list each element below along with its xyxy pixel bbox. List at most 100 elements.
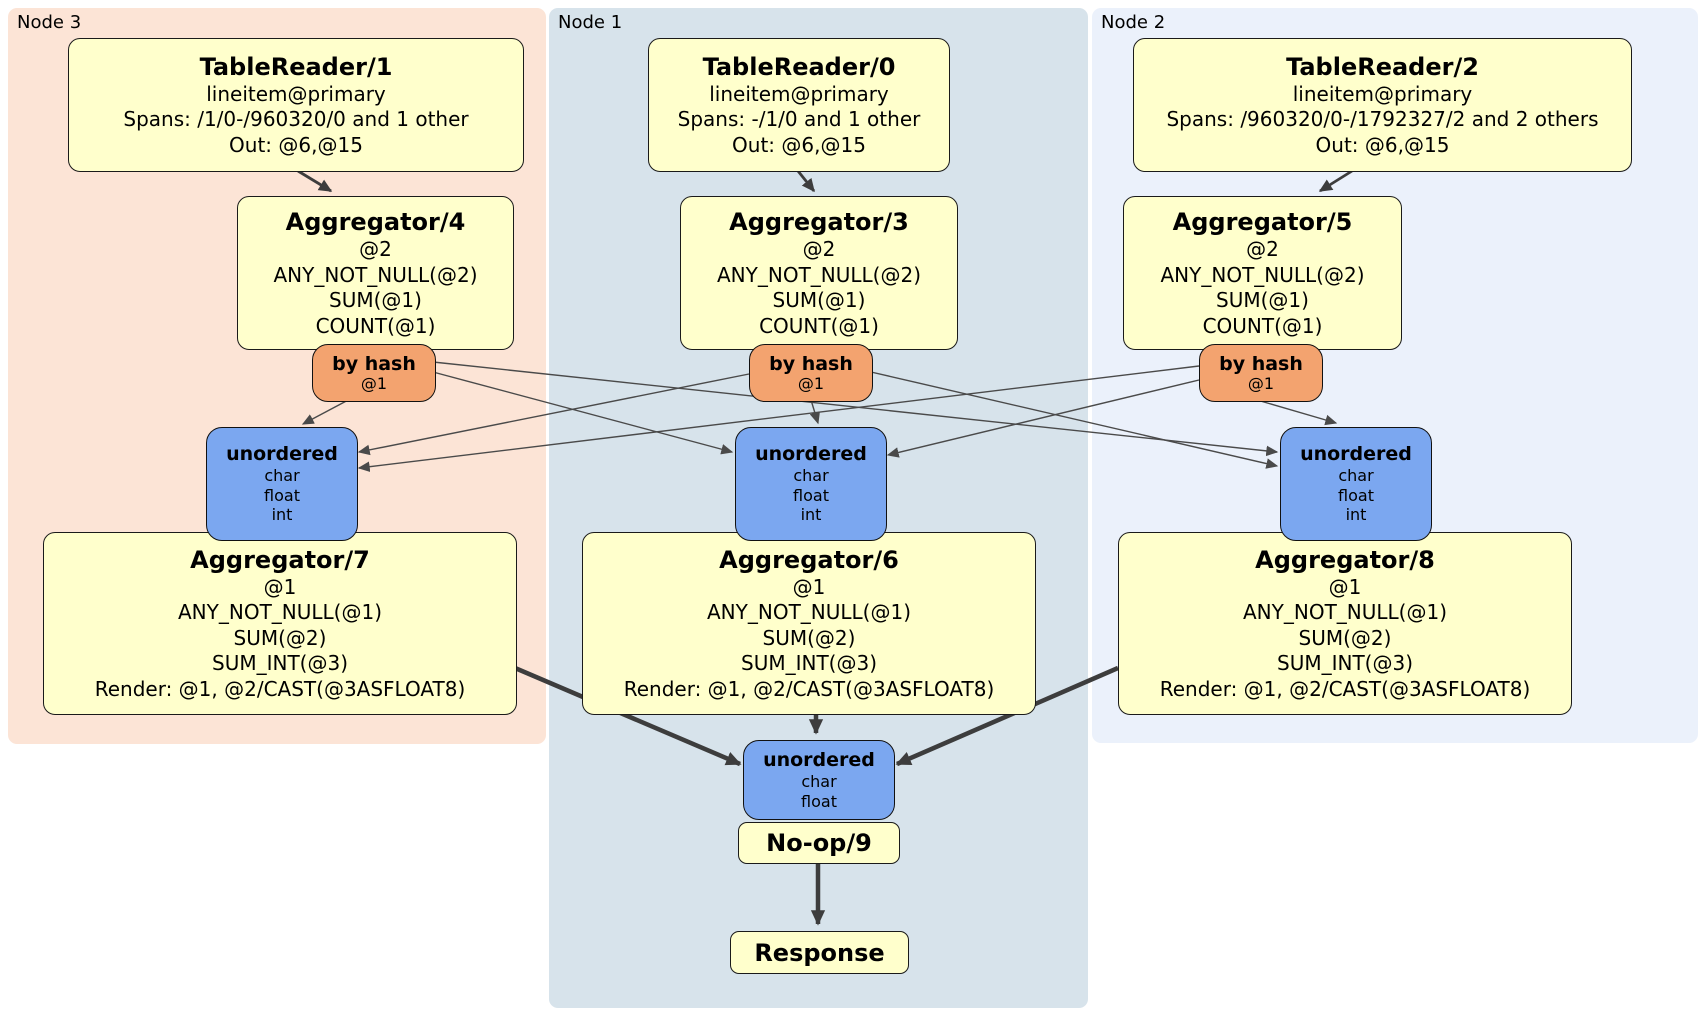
processor-detail: SUM(@1) [772,288,866,312]
edge-byhash1-to-unordered1 [809,399,820,425]
sync-title: unordered [763,749,875,771]
processor-detail: lineitem@primary [1292,81,1473,106]
router-title: by hash [769,353,853,375]
processor-detail: ANY_NOT_NULL(@1) [1243,600,1447,625]
processor-aggregator-8: Aggregator/8 @1 ANY_NOT_NULL(@1) SUM(@2)… [1118,532,1572,715]
router-by-hash-node2: by hash @1 [1199,344,1323,402]
edge-byhash3-to-unordered1 [432,371,734,455]
processor-detail: SUM_INT(@3) [741,651,877,676]
processor-detail: @2 [1246,237,1279,261]
processor-detail: SUM_INT(@3) [1277,651,1413,676]
processor-detail: COUNT(@1) [1202,313,1323,338]
processor-detail: Out: @6,@15 [732,132,866,157]
processor-title: TableReader/1 [199,52,393,81]
edge-tablereader0-to-aggregator3 [796,170,816,193]
processor-detail: @2 [802,237,836,261]
processor-detail: ANY_NOT_NULL(@1) [178,600,382,625]
router-title: by hash [332,353,416,375]
processor-detail: COUNT(@1) [759,313,879,338]
processor-detail: @1 [792,574,826,599]
edge-byhash3-to-unordered3 [301,397,353,425]
sync-title: unordered [226,443,338,466]
processor-title: Aggregator/5 [1172,208,1353,236]
processor-title: Aggregator/3 [729,208,909,236]
sync-unordered-final: unordered char float [743,740,895,820]
processor-aggregator-6: Aggregator/6 @1 ANY_NOT_NULL(@1) SUM(@2)… [582,532,1036,715]
processor-detail: ANY_NOT_NULL(@1) [707,600,911,625]
panel-node3-label: Node 3 [17,12,82,33]
sync-type: char [264,466,300,486]
processor-detail: Out: @6,@15 [1315,132,1450,157]
edge-aggregator7-to-final-unordered [514,665,742,767]
processor-detail: Render: @1, @2/CAST(@3ASFLOAT8) [623,676,995,701]
processor-tablereader-1: TableReader/1 lineitem@primary Spans: /1… [68,38,524,172]
router-columns: @1 [797,374,825,393]
processor-detail: Render: @1, @2/CAST(@3ASFLOAT8) [1159,676,1531,701]
processor-detail: SUM(@1) [329,288,422,312]
processor-detail: lineitem@primary [709,81,889,106]
edge-tablereader1-to-aggregator4 [297,169,333,193]
processor-detail: SUM(@2) [762,625,856,650]
sync-type: char [801,772,837,791]
sync-type: int [271,505,293,525]
edge-tablereader2-to-aggregator5 [1318,169,1353,193]
sync-type: char [793,466,829,486]
sync-type: int [1345,505,1367,525]
edge-byhash1-to-unordered3 [357,373,750,456]
processor-detail: SUM(@2) [1298,625,1392,650]
processor-detail: SUM(@1) [1216,288,1309,312]
processor-title: Aggregator/7 [190,545,370,574]
response-box: Response [730,931,909,974]
processor-aggregator-4: Aggregator/4 @2 ANY_NOT_NULL(@2) SUM(@1)… [237,196,514,350]
router-columns: @1 [1247,374,1275,393]
processor-detail: ANY_NOT_NULL(@2) [1160,262,1365,287]
sync-unordered-node3: unordered char float int [206,427,358,541]
processor-title: Aggregator/4 [285,208,466,236]
processor-detail: Spans: /1/0-/960320/0 and 1 other [123,107,469,132]
edge-byhash2-to-unordered3 [357,365,1200,472]
router-by-hash-node1: by hash @1 [749,344,873,402]
processor-detail: Spans: /960320/0-/1792327/2 and 2 others [1166,107,1599,132]
processor-detail: Render: @1, @2/CAST(@3ASFLOAT8) [94,676,466,701]
processor-title: TableReader/2 [1286,52,1479,81]
edge-byhash3-to-unordered2 [432,361,1279,457]
processor-tablereader-0: TableReader/0 lineitem@primary Spans: -/… [648,38,950,172]
processor-noop-9: No-op/9 [738,822,900,864]
processor-detail: SUM_INT(@3) [212,651,348,676]
sync-type: float [264,485,300,505]
processor-title: Aggregator/8 [1255,545,1435,574]
sync-type: float [793,485,829,505]
sync-title: unordered [1300,443,1412,466]
processor-detail: Spans: -/1/0 and 1 other [677,107,921,132]
processor-detail: @1 [263,574,297,599]
processor-detail: ANY_NOT_NULL(@2) [273,262,478,287]
processor-title: No-op/9 [766,829,872,857]
router-columns: @1 [360,374,388,393]
processor-aggregator-3: Aggregator/3 @2 ANY_NOT_NULL(@2) SUM(@1)… [680,196,958,350]
processor-aggregator-7: Aggregator/7 @1 ANY_NOT_NULL(@1) SUM(@2)… [43,532,517,715]
panel-node2-label: Node 2 [1101,12,1166,33]
sync-type: int [800,505,822,525]
edge-aggregator8-to-final-unordered [895,665,1119,767]
router-by-hash-node3: by hash @1 [312,344,436,402]
sync-type: char [1338,466,1374,486]
processor-detail: lineitem@primary [206,81,386,106]
processor-title: Aggregator/6 [719,545,899,574]
processor-detail: Out: @6,@15 [229,132,363,157]
router-title: by hash [1219,353,1303,375]
edge-byhash2-to-unordered1 [886,379,1200,458]
processor-detail: @2 [359,237,392,261]
edge-byhash1-to-unordered2 [870,371,1279,469]
sync-type: float [801,791,837,811]
processor-detail: SUM(@2) [233,625,327,650]
edge-byhash2-to-unordered2 [1256,399,1338,426]
processor-title: TableReader/0 [702,52,896,81]
processor-detail: ANY_NOT_NULL(@2) [717,262,921,287]
processor-aggregator-5: Aggregator/5 @2 ANY_NOT_NULL(@2) SUM(@1)… [1123,196,1402,350]
sync-title: unordered [755,443,867,466]
sync-type: float [1338,485,1374,505]
processor-detail: COUNT(@1) [315,313,436,338]
processor-title: Response [754,938,885,967]
processor-tablereader-2: TableReader/2 lineitem@primary Spans: /9… [1133,38,1632,172]
